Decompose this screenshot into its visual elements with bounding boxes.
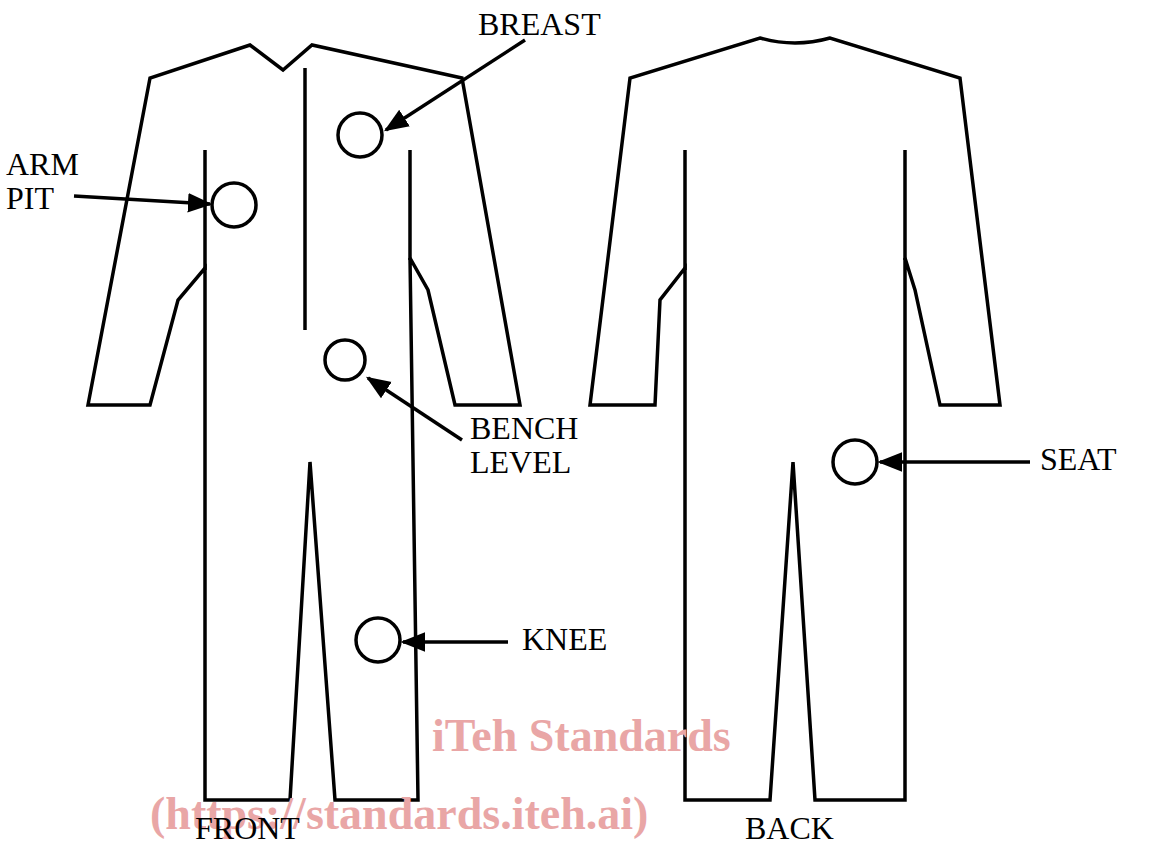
leader-arrow xyxy=(74,196,210,204)
front-side-seam xyxy=(205,150,410,270)
front-zipper xyxy=(303,68,307,330)
part-label: BENCH LEVEL xyxy=(470,412,620,479)
part-label: ARM PIT xyxy=(6,148,81,215)
knee-site xyxy=(356,618,400,662)
leader-arrow xyxy=(368,378,462,440)
leader-arrow xyxy=(386,40,525,130)
view-label: BACK xyxy=(745,812,834,846)
breast-site xyxy=(338,113,382,157)
back-outline xyxy=(590,38,1000,800)
watermark: iTeh Standards xyxy=(432,712,731,760)
leader-arrow xyxy=(403,640,508,644)
part-label: SEAT xyxy=(1040,443,1116,477)
front-outline xyxy=(88,45,520,800)
part-label: KNEE xyxy=(522,623,607,657)
seat-site xyxy=(833,440,877,484)
part-label: BREAST xyxy=(478,8,601,42)
armpit-site xyxy=(212,183,256,227)
back-side-seam xyxy=(685,150,905,270)
view-label: FRONT xyxy=(195,812,300,846)
leader-arrow xyxy=(880,460,1030,464)
bench-site xyxy=(325,340,365,380)
